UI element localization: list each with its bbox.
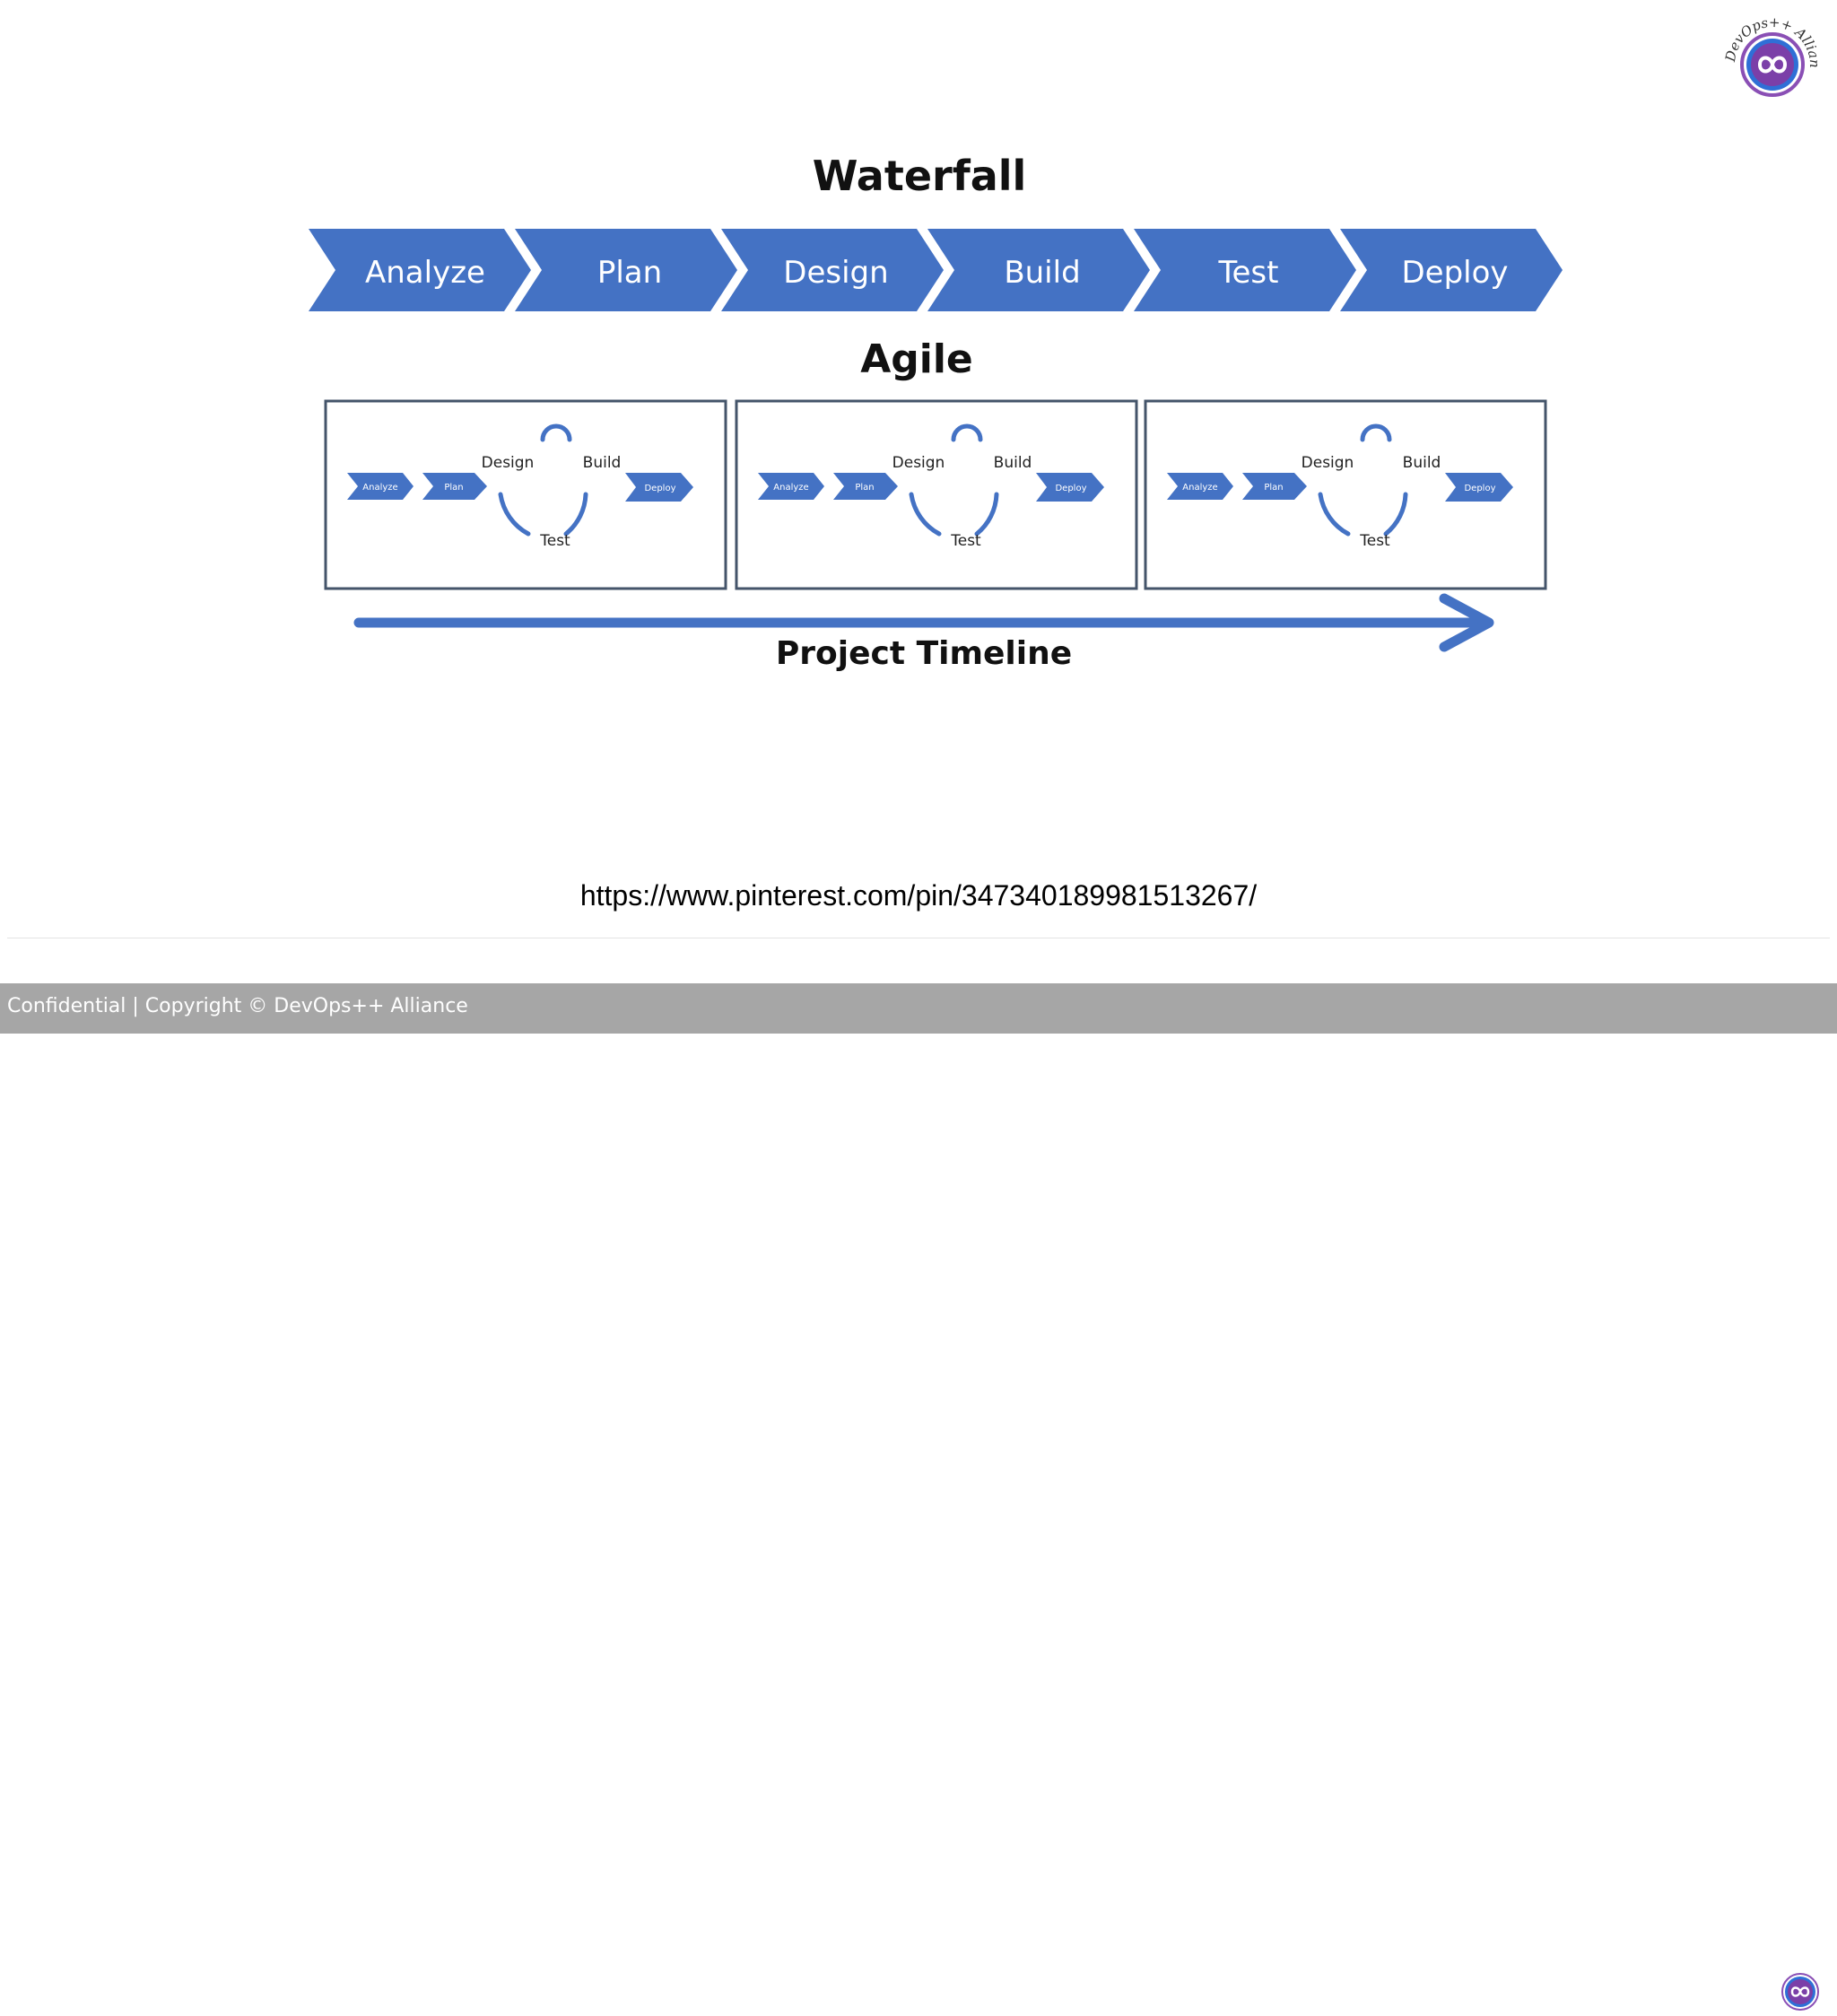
- waterfall-step-plan: Plan: [515, 229, 737, 311]
- svg-text:Deploy: Deploy: [644, 484, 675, 493]
- waterfall-step-analyze: Analyze: [309, 229, 531, 311]
- iteration-step-analyze: Analyze: [758, 473, 824, 500]
- svg-text:Design: Design: [892, 454, 945, 472]
- agile-iteration: Analyze Plan Design Build Test Deploy: [324, 399, 727, 590]
- svg-text:Test: Test: [539, 532, 570, 550]
- svg-text:Build: Build: [1004, 255, 1080, 291]
- svg-text:Deploy: Deploy: [1055, 484, 1086, 493]
- waterfall-step-design: Design: [721, 229, 944, 311]
- agile-iteration: Analyze Plan Design Build Test Deploy: [735, 399, 1138, 590]
- svg-text:Analyze: Analyze: [365, 255, 485, 291]
- waterfall-title: Waterfall: [813, 152, 1027, 200]
- devops-alliance-logo-small: [1778, 1968, 1823, 2012]
- iteration-step-deploy: Deploy: [1445, 473, 1513, 502]
- iteration-step-plan: Plan: [833, 473, 898, 500]
- svg-text:Design: Design: [482, 454, 535, 472]
- iteration-cycle: [909, 423, 999, 537]
- timeline-arrow: [353, 593, 1494, 652]
- svg-text:Deploy: Deploy: [1401, 255, 1508, 291]
- svg-text:Deploy: Deploy: [1464, 484, 1495, 493]
- waterfall-vs-agile-diagram: Waterfall Analyze Plan Design Build Test: [296, 139, 1588, 713]
- waterfall-step-test: Test: [1134, 229, 1356, 311]
- svg-text:Test: Test: [1218, 255, 1279, 291]
- agile-iteration: Analyze Plan Design Build Test Deploy: [1144, 399, 1547, 590]
- svg-text:Build: Build: [994, 454, 1032, 472]
- svg-text:Design: Design: [783, 255, 888, 291]
- footer-bar: Confidential | Copyright © DevOps++ Alli…: [0, 983, 1837, 2011]
- svg-text:Test: Test: [950, 532, 981, 550]
- svg-text:Plan: Plan: [1264, 483, 1283, 493]
- svg-text:Plan: Plan: [597, 255, 662, 291]
- iteration-step-deploy: Deploy: [1036, 473, 1104, 502]
- agile-title: Agile: [860, 336, 973, 382]
- iteration-step-plan: Plan: [422, 473, 487, 500]
- iteration-step-deploy: Deploy: [625, 473, 693, 502]
- footer-copyright: Confidential | Copyright © DevOps++ Alli…: [7, 995, 468, 1017]
- agile-iterations: Analyze Plan Design Build Test Deploy: [324, 399, 1547, 590]
- svg-text:Build: Build: [1403, 454, 1441, 472]
- waterfall-step-deploy: Deploy: [1340, 229, 1563, 311]
- source-url: https://www.pinterest.com/pin/3473401899…: [579, 879, 1258, 912]
- svg-text:Analyze: Analyze: [1182, 483, 1217, 493]
- iteration-step-analyze: Analyze: [347, 473, 414, 500]
- svg-text:Test: Test: [1359, 532, 1390, 550]
- waterfall-step-build: Build: [927, 229, 1150, 311]
- svg-text:Analyze: Analyze: [773, 483, 808, 493]
- devops-alliance-logo: DevOps++ Alliance: [1711, 0, 1826, 104]
- svg-text:Plan: Plan: [855, 483, 874, 493]
- timeline-label: Project Timeline: [776, 635, 1072, 672]
- iteration-cycle: [1318, 423, 1408, 537]
- iteration-cycle: [498, 423, 588, 537]
- svg-text:Design: Design: [1302, 454, 1354, 472]
- waterfall-steps: Analyze Plan Design Build Test Deploy: [309, 229, 1563, 311]
- iteration-step-plan: Plan: [1242, 473, 1307, 500]
- svg-text:Build: Build: [583, 454, 622, 472]
- svg-text:Plan: Plan: [444, 483, 463, 493]
- svg-text:Analyze: Analyze: [362, 483, 397, 493]
- iteration-step-analyze: Analyze: [1167, 473, 1233, 500]
